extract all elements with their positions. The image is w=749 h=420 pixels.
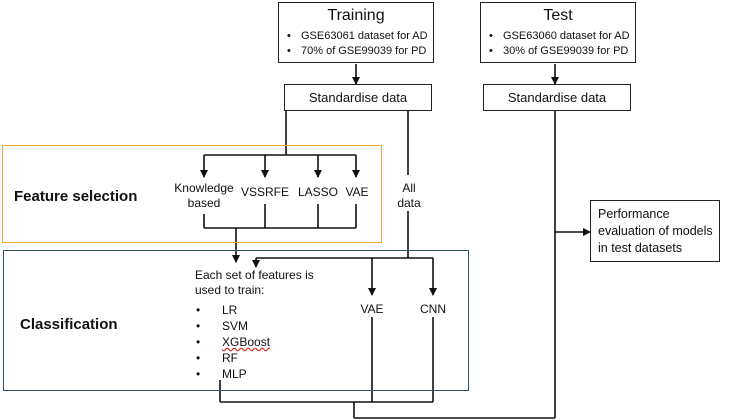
training-box: Training •GSE63061 dataset for AD •70% o… [278, 2, 434, 63]
model-list-item: •MLP [196, 367, 247, 381]
performance-box: Performance evaluation of models in test… [590, 200, 720, 262]
performance-label: Performance evaluation of models in test… [598, 207, 713, 255]
training-item: •GSE63061 dataset for AD [287, 30, 428, 42]
training-title: Training [327, 7, 385, 24]
method-vae: VAE [344, 185, 370, 200]
classification-intro: Each set of features is used to train: [195, 268, 314, 297]
model-list-item: •RF [196, 351, 238, 365]
model-list-item: •XGBoost [196, 335, 271, 349]
model-list-item: •SVM [196, 319, 249, 333]
standardise-train-box: Standardise data [284, 84, 432, 111]
method-vssrfe: VSSRFE [238, 185, 292, 200]
classification-title: Classification [20, 316, 118, 333]
classification-box [3, 250, 469, 391]
method-lasso: LASSO [296, 185, 340, 200]
all-data-label: All data [394, 181, 424, 211]
method-knowledge-based: Knowledge based [164, 181, 244, 211]
test-item: •GSE63060 dataset for AD [489, 30, 630, 42]
training-item: •70% of GSE99039 for PD [287, 45, 427, 57]
feature-selection-title: Feature selection [14, 188, 138, 205]
standardise-test-box: Standardise data [483, 84, 631, 111]
standardise-train-label: Standardise data [308, 90, 408, 105]
standardise-test-label: Standardise data [507, 90, 607, 105]
deep-model-vae: VAE [356, 302, 388, 317]
test-box: Test •GSE63060 dataset for AD •30% of GS… [480, 2, 636, 63]
model-list-item: •LR [196, 303, 238, 317]
test-title: Test [543, 7, 573, 24]
feature-selection-box [2, 145, 382, 243]
test-item: •30% of GSE99039 for PD [489, 45, 629, 57]
deep-model-cnn: CNN [416, 302, 450, 317]
